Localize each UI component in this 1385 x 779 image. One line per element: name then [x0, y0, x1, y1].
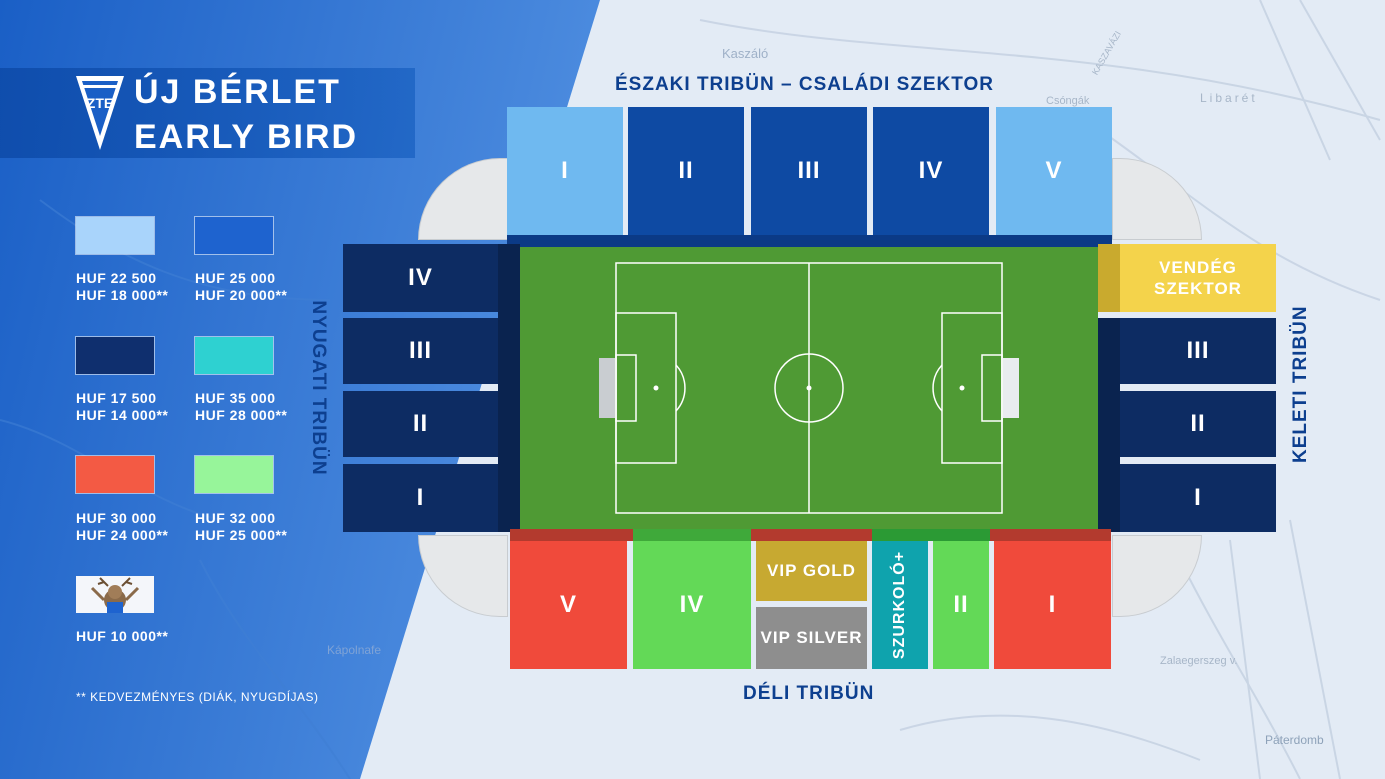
- title-line-1: ÚJ BÉRLET: [134, 73, 341, 111]
- sector-south-4[interactable]: IV: [633, 541, 751, 669]
- sector-east-away[interactable]: VENDÉG SZEKTOR: [1120, 244, 1276, 312]
- title-band: [0, 68, 415, 158]
- sector-north-5[interactable]: V: [996, 107, 1112, 235]
- sector-east-1[interactable]: I: [1120, 464, 1276, 532]
- sector-east-3[interactable]: III: [1120, 318, 1276, 384]
- zte-logo-icon: ZTE: [76, 76, 124, 150]
- sector-north-2[interactable]: II: [628, 107, 744, 235]
- footnote: ** KEDVEZMÉNYES (DIÁK, NYUGDÍJAS): [76, 690, 319, 704]
- stand-label-east: KELETI TRIBÜN: [1290, 305, 1311, 463]
- south-stand-base-green: [633, 529, 751, 541]
- sector-vip-silver[interactable]: VIP SILVER: [756, 607, 867, 669]
- sector-south-1[interactable]: I: [994, 541, 1111, 669]
- legend-price-mascot: HUF 10 000**: [76, 628, 169, 644]
- football-pitch: [520, 247, 1098, 529]
- title-line-2: EARLY BIRD: [134, 118, 359, 156]
- legend-swatch-mid-blue: [194, 216, 274, 255]
- east-stand-base: [1098, 318, 1120, 532]
- sector-west-4[interactable]: IV: [343, 244, 498, 312]
- sector-west-1[interactable]: I: [343, 464, 498, 532]
- legend-swatch-green: [194, 455, 274, 494]
- sector-west-3[interactable]: III: [343, 318, 498, 384]
- stand-label-west: NYUGATI TRIBÜN: [308, 300, 329, 476]
- sector-west-2[interactable]: II: [343, 391, 498, 457]
- west-stand-base: [498, 244, 520, 532]
- sector-north-4[interactable]: IV: [873, 107, 989, 235]
- sector-vip-gold[interactable]: VIP GOLD: [756, 541, 867, 601]
- north-stand-base: [507, 235, 1112, 247]
- stand-label-north: ÉSZAKI TRIBÜN – CSALÁDI SZEKTOR: [615, 74, 995, 95]
- sector-north-3[interactable]: III: [751, 107, 867, 235]
- east-away-base: [1098, 244, 1120, 312]
- sector-szurkolo-plus[interactable]: SZURKOLÓ+: [872, 541, 928, 669]
- stand-label-south: DÉLI TRIBÜN: [743, 683, 875, 704]
- map-label: Páterdomb: [1265, 733, 1324, 747]
- legend-swatch-cyan: [194, 336, 274, 375]
- map-label: Libarét: [1200, 91, 1258, 105]
- legend-swatch-red: [75, 455, 155, 494]
- sector-east-2[interactable]: II: [1120, 391, 1276, 457]
- sector-south-5[interactable]: V: [510, 541, 627, 669]
- legend-swatch-navy: [75, 336, 155, 375]
- sector-north-1[interactable]: I: [507, 107, 623, 235]
- south-stand-base-right: [872, 529, 990, 541]
- mascot-icon: [76, 576, 154, 613]
- logo-text: ZTE: [87, 95, 113, 111]
- map-label: Kaszáló: [722, 46, 769, 61]
- map-label: Csóngák: [1046, 95, 1090, 107]
- map-label: Kápolnafe: [327, 643, 382, 657]
- south-stand-base: [510, 529, 1111, 541]
- map-label: Zalaegerszeg v.: [1160, 655, 1238, 667]
- legend-swatch-light-blue: [75, 216, 155, 255]
- sector-south-2[interactable]: II: [933, 541, 989, 669]
